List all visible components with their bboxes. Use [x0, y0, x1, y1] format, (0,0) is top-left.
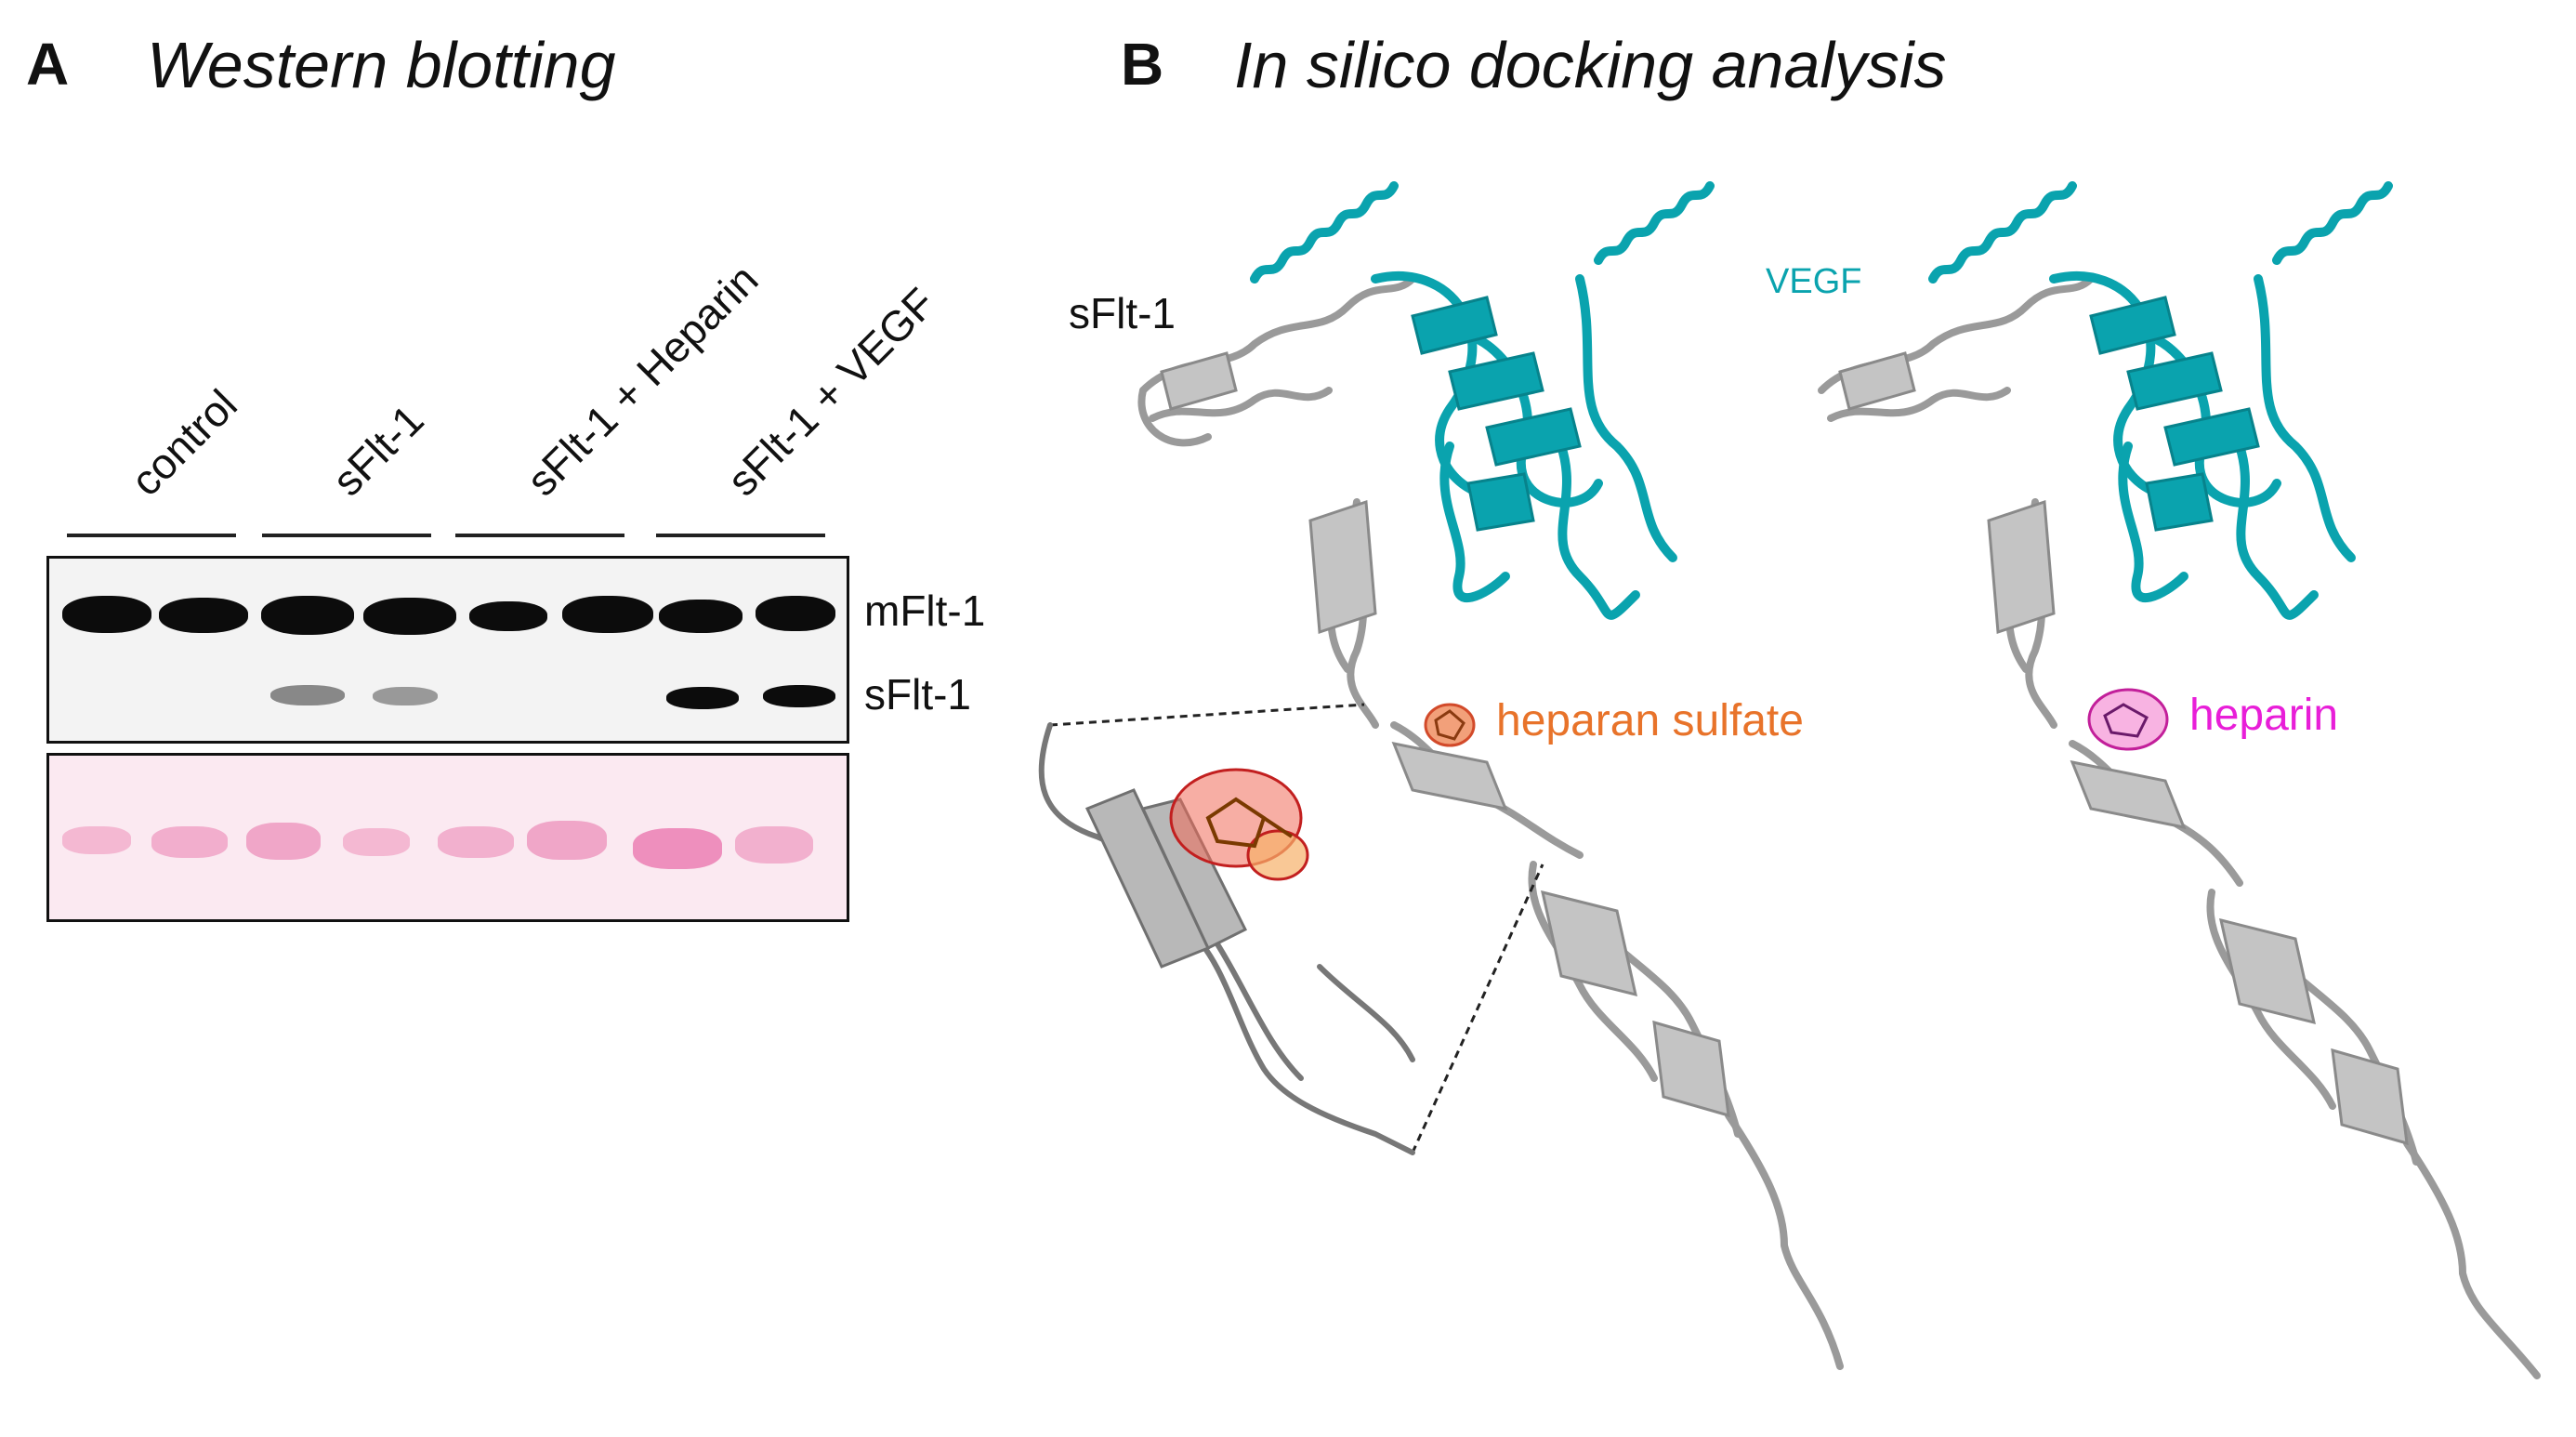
stain-lane5 — [438, 826, 514, 858]
stain-lane8 — [735, 826, 813, 864]
lane-group-line-vegf — [656, 534, 825, 537]
band-mflt1-lane4 — [363, 598, 456, 635]
panel-b-letter: B — [1121, 31, 1164, 98]
stain-lane4 — [343, 828, 410, 856]
band-mflt1-lane8 — [756, 596, 835, 631]
western-blot-image — [46, 556, 849, 744]
band-mflt1-lane5 — [469, 601, 547, 631]
lane-group-line-control — [67, 534, 236, 537]
ponceau-stain-image — [46, 753, 849, 922]
band-sflt1-lane4 — [373, 687, 438, 705]
stain-lane6 — [527, 821, 607, 860]
label-vegf: VEGF — [1766, 262, 1862, 301]
band-label-sflt1: sFlt-1 — [864, 670, 971, 718]
stain-lane2 — [151, 826, 228, 858]
stain-lane1 — [62, 826, 131, 854]
stain-lane3 — [246, 823, 321, 860]
band-mflt1-lane1 — [62, 596, 151, 633]
lane-group-line-heparin — [455, 534, 624, 537]
stain-lane7 — [633, 828, 722, 869]
band-mflt1-lane7 — [659, 600, 743, 633]
label-sflt1-receptor: sFlt-1 — [1069, 289, 1176, 337]
band-mflt1-lane2 — [159, 598, 248, 633]
lane-group-line-sflt1 — [262, 534, 431, 537]
panel-b-title: In silico docking analysis — [1234, 29, 1947, 101]
band-sflt1-lane7 — [666, 687, 739, 709]
band-label-mflt1: mFlt-1 — [864, 587, 986, 635]
band-mflt1-lane3 — [261, 596, 354, 635]
label-heparan-sulfate: heparan sulfate — [1496, 696, 1804, 745]
panel-a-letter: A — [26, 31, 70, 98]
panel-a-title: Western blotting — [147, 29, 616, 101]
band-sflt1-lane8 — [763, 685, 835, 707]
band-mflt1-lane6 — [562, 596, 653, 633]
label-heparin: heparin — [2189, 691, 2339, 740]
band-sflt1-lane3 — [270, 685, 345, 705]
